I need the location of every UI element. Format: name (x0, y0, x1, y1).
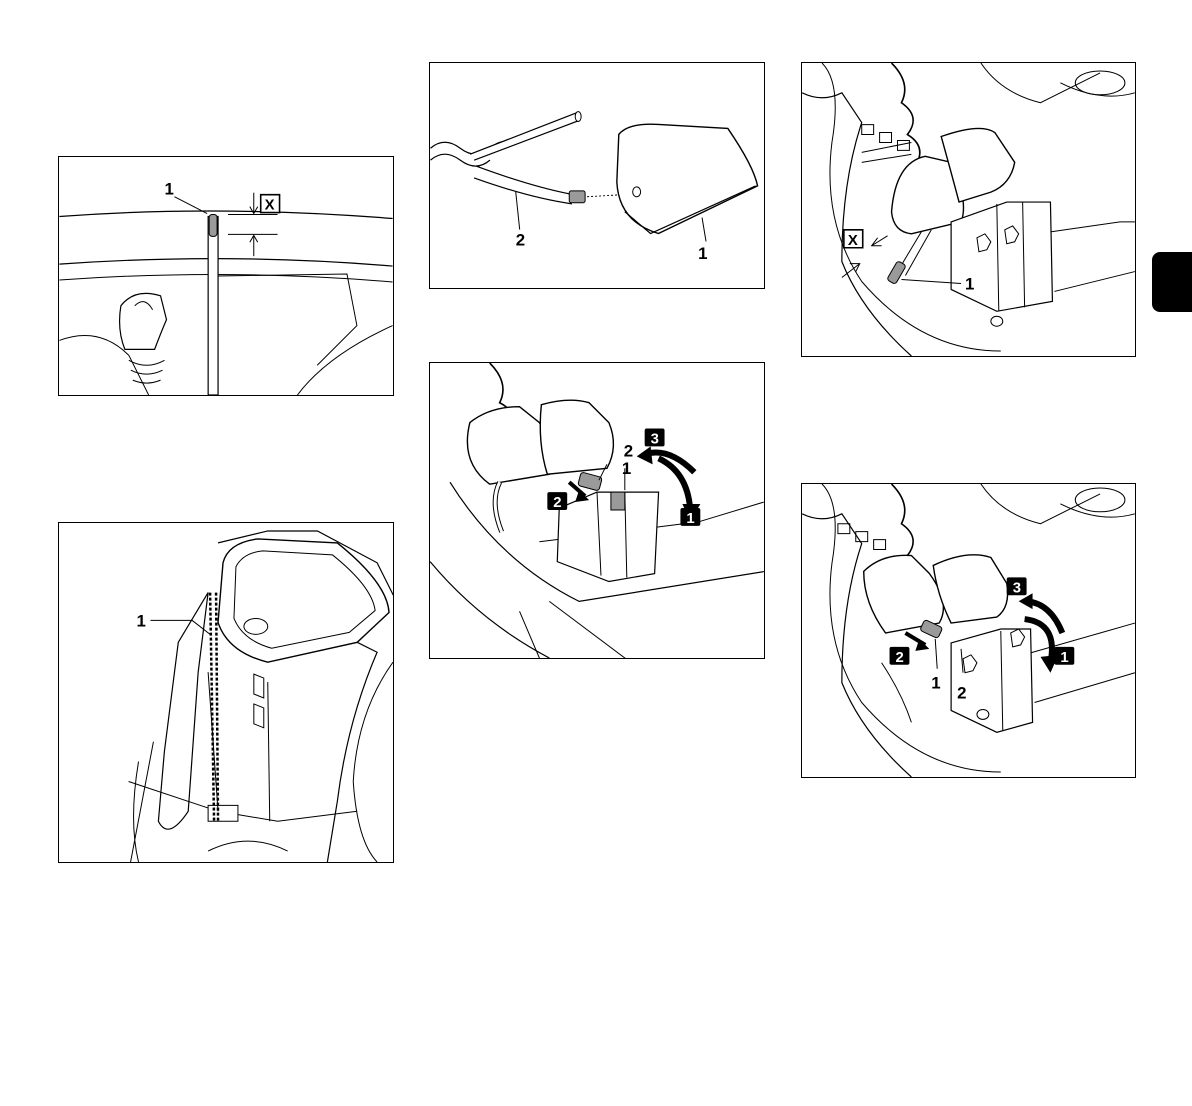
rod-length-illustration: X 1 (59, 157, 393, 395)
fit-cap-illustration: 1 2 3 2 1 (430, 363, 764, 658)
callout-1-label: 1 (137, 611, 146, 630)
dimension-x-label: X (848, 233, 858, 249)
figure-housing-twisted-wire: 1 (58, 522, 394, 863)
step-2-badge: 2 (895, 650, 903, 666)
callout-1-label: 1 (698, 244, 707, 263)
callout-2-label: 2 (516, 230, 525, 249)
chapter-tab (1152, 252, 1192, 312)
dimension-x-label: X (265, 198, 275, 214)
step-2-badge: 2 (553, 495, 561, 511)
figure-cable-and-cap: 2 1 (429, 62, 765, 289)
figure-cap-dimension: X 1 (801, 62, 1136, 357)
step-1-badge: 1 (686, 511, 694, 527)
callout-2-label: 2 (957, 684, 966, 703)
figure-fit-cap-steps: 1 2 3 2 1 (429, 362, 765, 659)
callout-2-label: 2 (624, 441, 633, 460)
figure-rod-length: X 1 (58, 156, 394, 396)
cable-cap-illustration: 2 1 (430, 63, 764, 288)
figure-fit-cap-steps-variant: 1 2 3 1 2 (801, 483, 1136, 778)
callout-1-label: 1 (965, 274, 974, 293)
callout-1-label: 1 (931, 674, 940, 693)
fit-cap-variant-illustration: 1 2 3 1 2 (802, 484, 1135, 777)
step-3-badge: 3 (651, 431, 659, 447)
step-3-badge: 3 (1013, 580, 1021, 596)
cap-dimension-illustration: X 1 (802, 63, 1135, 356)
callout-1-label: 1 (165, 180, 174, 199)
housing-illustration: 1 (59, 523, 393, 862)
callout-1-label: 1 (622, 459, 631, 478)
step-1-badge: 1 (1060, 650, 1068, 666)
